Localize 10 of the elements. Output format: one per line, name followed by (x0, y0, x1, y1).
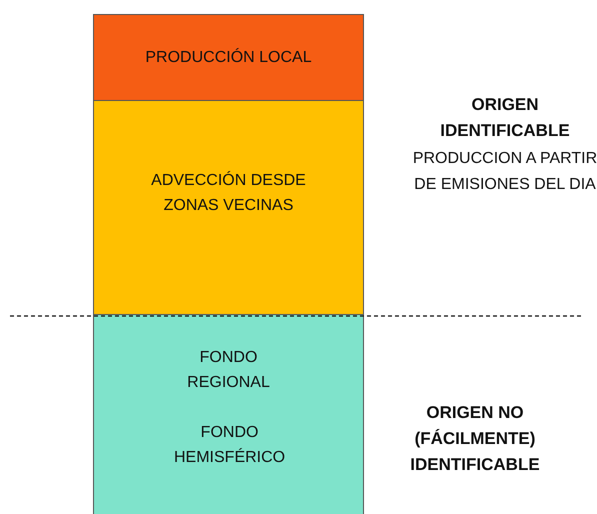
stacked-bar-segment (93, 100, 364, 315)
stacked-bar-segment (93, 314, 364, 514)
segment-label: PRODUCCIÓN LOCAL (145, 47, 312, 68)
segment-label: FONDO HEMISFÉRICO (174, 423, 286, 468)
segment-label: FONDO REGIONAL (186, 348, 271, 393)
category-heading: ORIGEN NO (FÁCILMENTE) IDENTIFICABLE (409, 402, 541, 476)
segment-label: ADVECCIÓN DESDE ZONAS VECINAS (150, 170, 307, 216)
category-heading: ORIGEN IDENTIFICABLE (439, 94, 571, 142)
category-note: PRODUCCION A PARTIR DE EMISIONES DEL DIA (412, 149, 597, 195)
stacked-bar-segment (93, 14, 364, 101)
